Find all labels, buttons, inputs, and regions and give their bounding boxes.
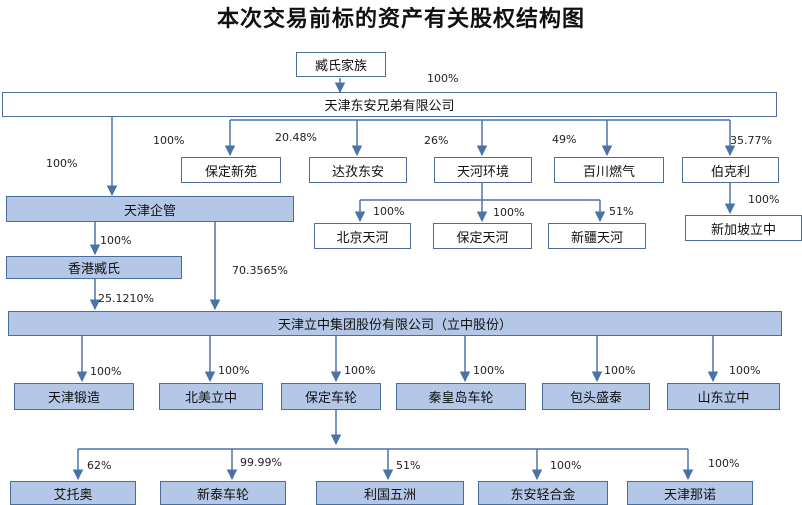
node-liguo-wuzhou: 利国五洲 [316,481,464,505]
pct-chelun-to-dongan-alloy: 100% [550,459,582,472]
pct-dongan-to-xinyuan: 100% [153,134,185,147]
pct-dongan-to-baichuan: 49% [552,133,577,146]
node-bt-shengtai: 包头盛泰 [542,383,650,410]
node-bokeli: 伯克利 [682,157,779,183]
pct-hk-to-lizhong: 25.1210% [98,292,154,305]
pct-tianhe-to-xj: 51% [609,205,634,218]
pct-chelun-to-liguo: 51% [396,459,421,472]
node-zang-family: 臧氏家族 [296,52,386,77]
pct-family-to-dongan: 100% [427,72,459,85]
pct-dongan-to-dazi: 20.48% [275,131,317,144]
pct-lizhong-to-duanzao: 100% [90,365,122,378]
node-tj-nanuo: 天津那诺 [627,481,753,505]
node-dazi-dongan: 达孜东安 [309,157,407,183]
node-bd-tianhe: 保定天河 [433,223,532,249]
pct-chelun-to-xintai: 99.99% [240,456,282,469]
node-aituoao: 艾托奥 [10,481,136,505]
node-tj-dongan: 天津东安兄弟有限公司 [2,92,777,117]
pct-dongan-to-qiguan: 100% [46,157,78,170]
node-xintai-chelun: 新泰车轮 [160,481,286,505]
node-na-lizhong: 北美立中 [159,383,263,410]
pct-qiguan-to-hk: 100% [100,234,132,247]
pct-lizhong-to-bt: 100% [604,364,636,377]
node-sd-lizhong: 山东立中 [667,383,780,410]
pct-chelun-to-aituoao: 62% [87,459,112,472]
node-baoding-xinyuan: 保定新苑 [181,157,281,183]
pct-bokeli-to-sg: 100% [748,193,780,206]
diagram-title: 本次交易前标的资产有关股权结构图 [216,6,585,32]
pct-lizhong-to-na: 100% [218,364,250,377]
node-tj-qiguan: 天津企管 [6,196,294,222]
pct-tianhe-to-bd: 100% [493,206,525,219]
pct-dongan-to-tianhe: 26% [424,134,449,147]
node-hk-zang: 香港臧氏 [6,256,182,279]
node-tianhe-env: 天河环境 [434,157,532,183]
pct-dongan-to-bokeli: 35.77% [730,134,772,147]
node-qhd-chelun: 秦皇岛车轮 [396,383,526,410]
node-lizhong-group: 天津立中集团股份有限公司（立中股份） [8,311,782,336]
node-bj-tianhe: 北京天河 [314,223,411,249]
pct-lizhong-to-sd: 100% [729,364,761,377]
pct-chelun-to-nanuo: 100% [708,457,740,470]
node-sg-lizhong: 新加坡立中 [685,215,802,241]
pct-lizhong-to-chelun: 100% [344,364,376,377]
node-xj-tianhe: 新疆天河 [548,223,646,249]
pct-qiguan-to-lizhong: 70.3565% [232,264,288,277]
node-tj-duanzao: 天津锻造 [14,383,134,410]
node-dongan-alloy: 东安轻合金 [478,481,608,505]
node-bd-chelun: 保定车轮 [281,383,381,410]
pct-tianhe-to-bj: 100% [373,205,405,218]
node-baichuan-gas: 百川燃气 [554,157,664,183]
pct-lizhong-to-qhd: 100% [473,364,505,377]
